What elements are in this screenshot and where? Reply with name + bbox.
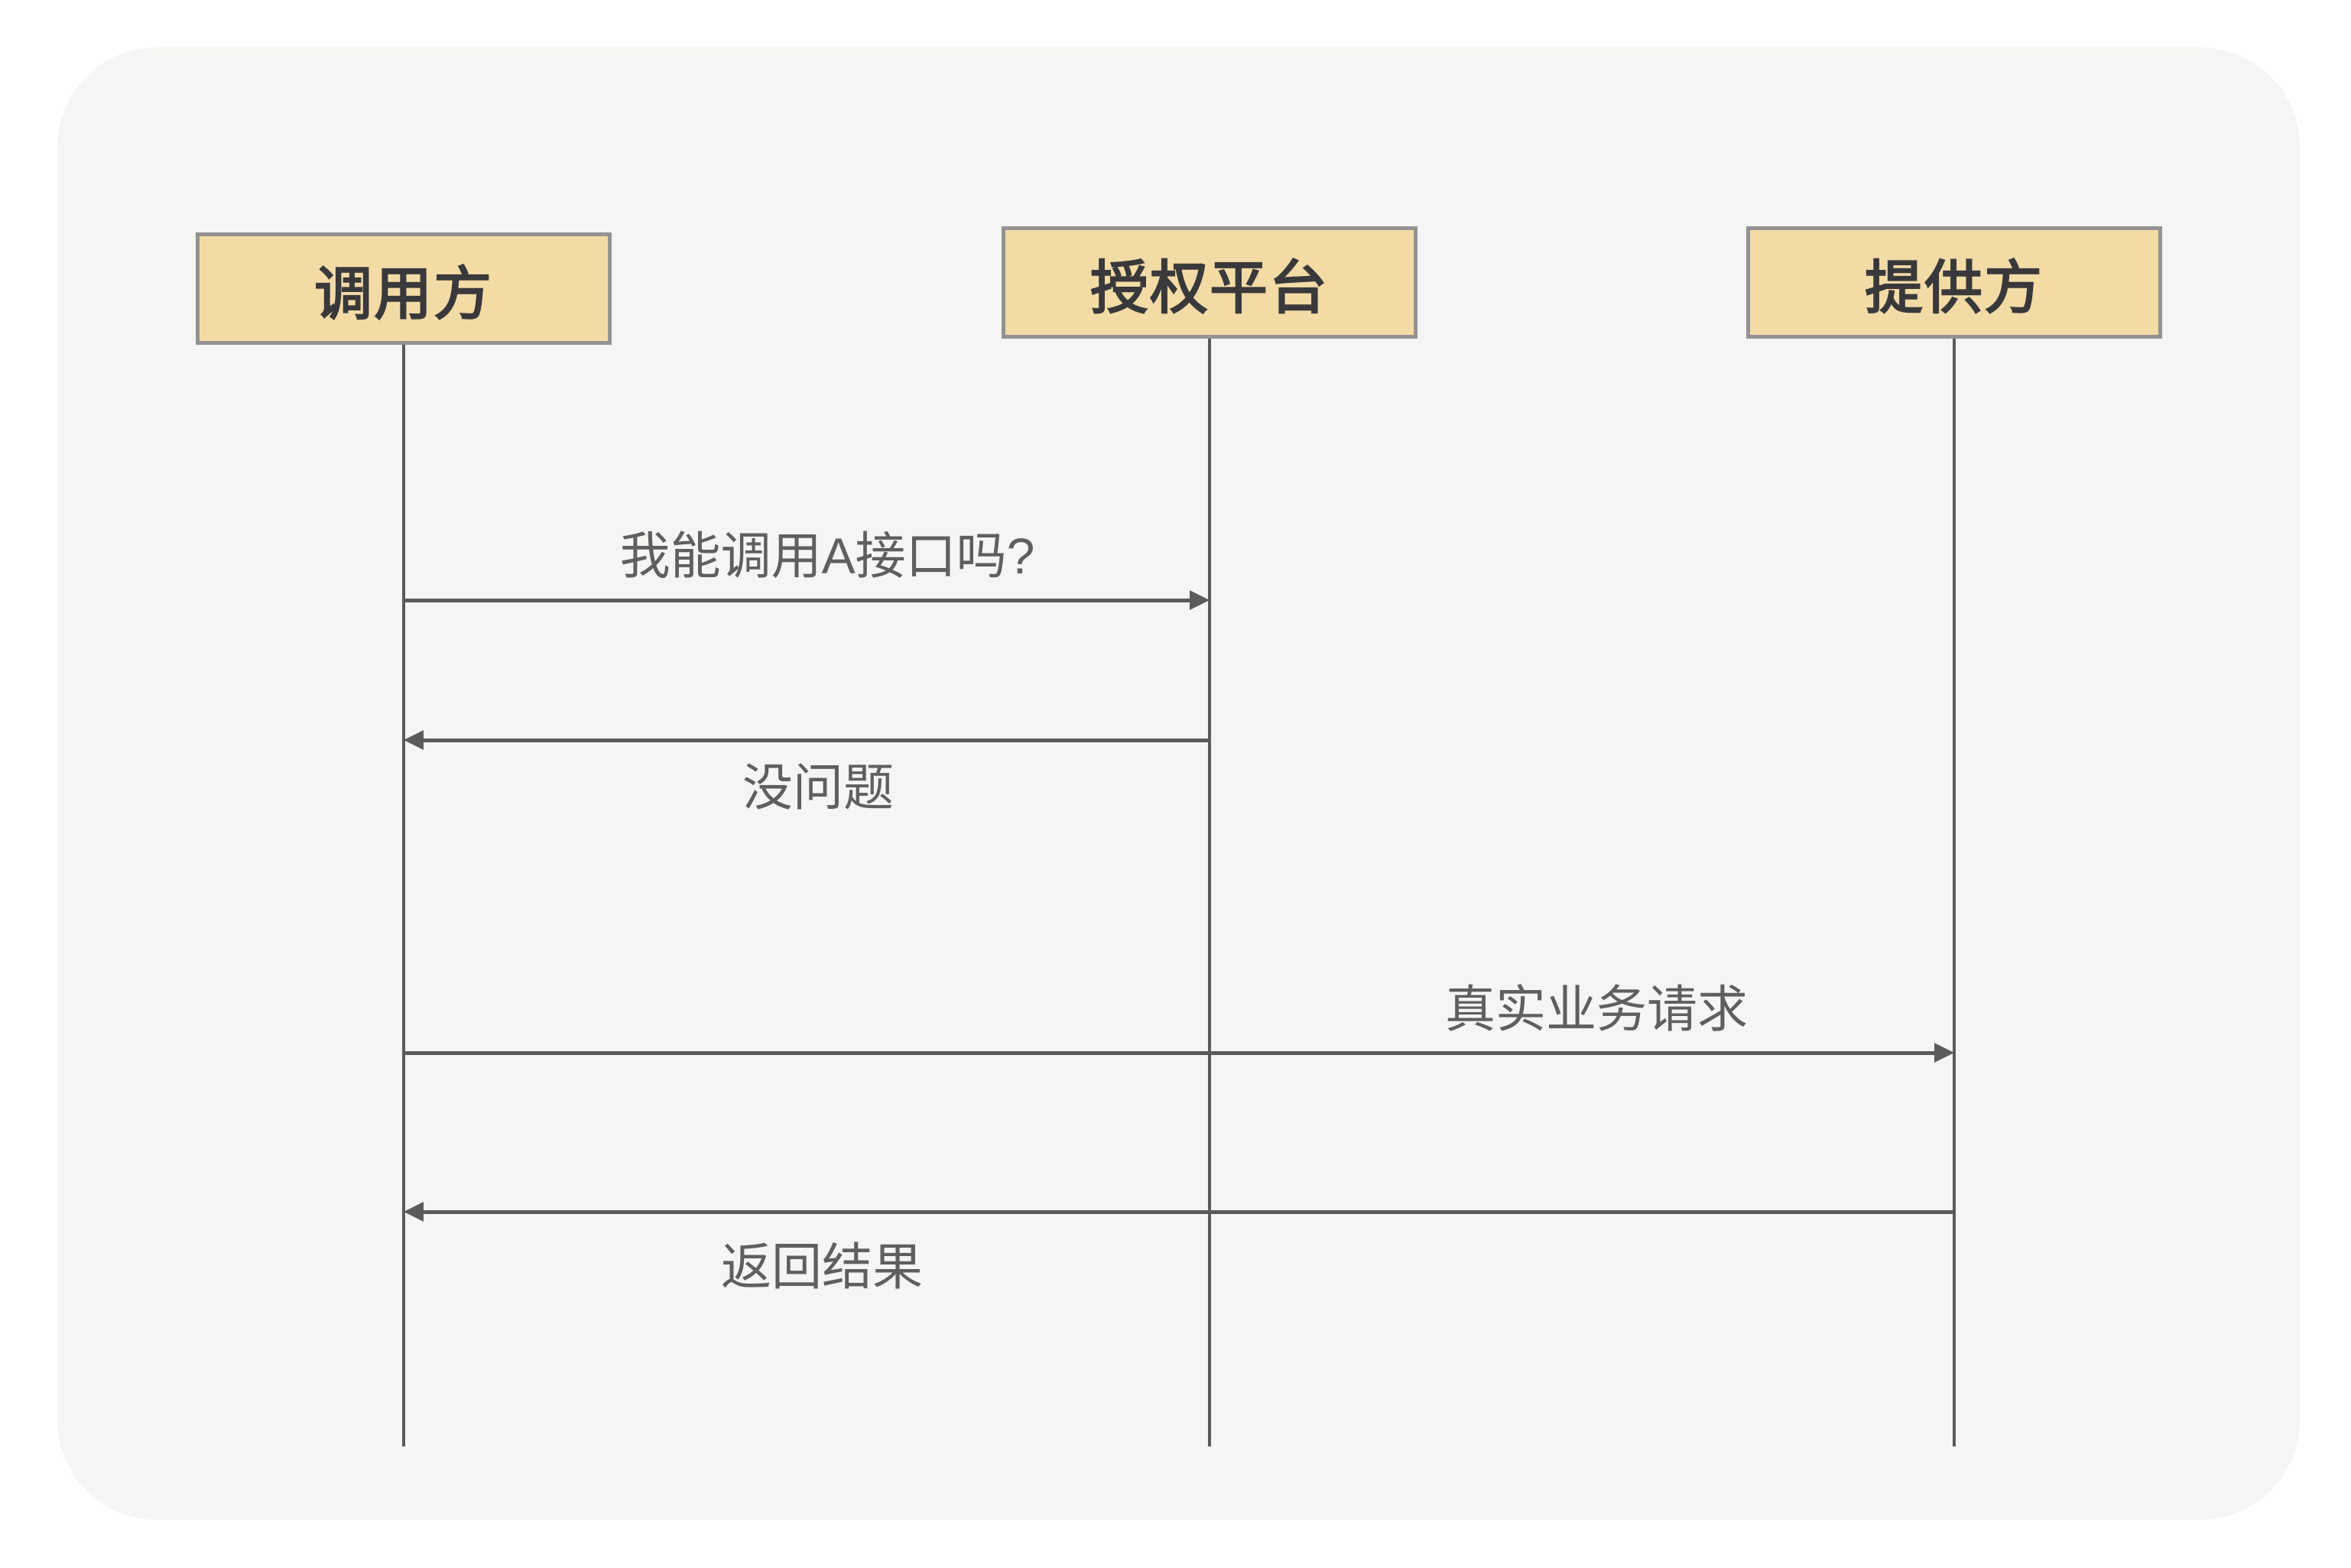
message-2-line (421, 739, 1210, 742)
message-2-label: 没问题 (742, 759, 894, 816)
actor-box-provider: 提供方 (1746, 226, 2162, 339)
message-2-arrowhead (404, 730, 424, 750)
actor-label-caller: 调用方 (314, 261, 493, 327)
message-4-line (421, 1210, 1954, 1214)
actor-label-auth-platform: 授权平台 (1090, 255, 1329, 321)
lifeline-provider (1953, 339, 1956, 1446)
message-4-arrowhead (404, 1202, 424, 1222)
message-3-arrowhead (1934, 1043, 1954, 1063)
message-1-arrowhead (1190, 590, 1210, 610)
message-1-line (404, 599, 1193, 602)
actor-label-provider: 提供方 (1865, 255, 2044, 321)
message-4-label: 返回结果 (721, 1238, 923, 1295)
lifeline-auth-platform (1208, 339, 1211, 1446)
message-3-line (404, 1051, 1937, 1055)
lifeline-caller (402, 345, 405, 1446)
message-3-label: 真实业务请求 (1445, 981, 1748, 1037)
message-1-label: 我能调用A接口吗? (619, 528, 1035, 584)
actor-box-auth-platform: 授权平台 (1002, 226, 1417, 339)
actor-box-caller: 调用方 (196, 232, 612, 345)
